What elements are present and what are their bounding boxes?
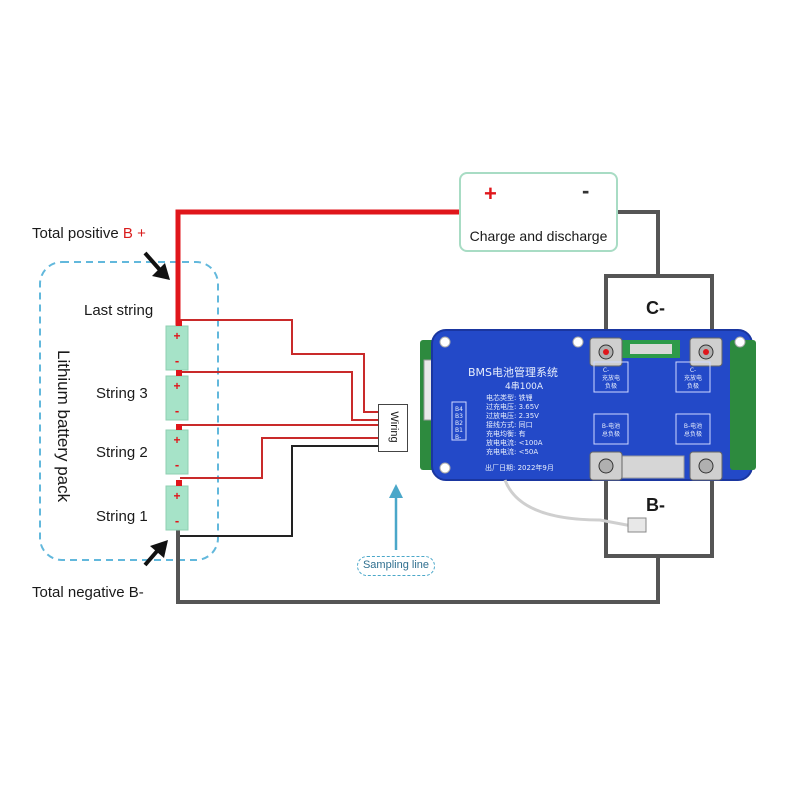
- last-string-label: Last string: [84, 302, 154, 319]
- wiring-label: Wiring: [388, 411, 400, 443]
- bms-spec-2: 过放电压: 2.35V: [486, 411, 539, 420]
- bms-title: BMS电池管理系统: [468, 365, 558, 379]
- total-positive-prefix: Total positive: [32, 225, 123, 242]
- charge-discharge-label: Charge and discharge: [469, 228, 608, 244]
- negative-main-wire: [176, 460, 660, 604]
- total-positive-label: Total positive B +: [32, 225, 146, 242]
- battery-cell-2: [165, 424, 189, 475]
- battery-pack-outline: [39, 261, 219, 561]
- bms-c-label-0: C-: [603, 367, 609, 374]
- b-minus-loop: [656, 460, 714, 602]
- bms-board: [420, 329, 756, 533]
- cell2-minus: -: [175, 457, 179, 472]
- bms-port-bminus: B-: [455, 434, 461, 441]
- bms-port-b2: B2: [455, 420, 463, 427]
- string1-label: String 1: [96, 508, 148, 525]
- battery-cell-1: [165, 480, 189, 531]
- sampling-line-label: Sampling line: [357, 556, 435, 576]
- sense-wire-1: [180, 437, 382, 479]
- battery-pack-label: Lithium battery pack: [54, 350, 73, 503]
- charge-plus-sign: +: [484, 181, 497, 206]
- bms-b2-label-0: B-电池: [684, 422, 702, 430]
- bms-c2-label-1: 充放电: [684, 374, 702, 382]
- total-positive-suffix: B +: [122, 225, 146, 242]
- charge-minus-sign: -: [582, 178, 590, 203]
- bms-port-b3: B3: [455, 413, 463, 420]
- bms-spec-4: 充电均衡: 有: [486, 429, 526, 438]
- bms-spec-3: 接线方式: 同口: [486, 420, 533, 429]
- positive-main-wire: [175, 209, 476, 330]
- cell4-plus: +: [173, 329, 180, 343]
- battery-cell-3: [165, 370, 189, 421]
- bms-spec-6: 充电电流: <50A: [486, 447, 538, 456]
- bms-spec-1: 过充电压: 3.65V: [486, 402, 539, 411]
- bms-model: 4串100A: [505, 381, 544, 392]
- cell3-plus: +: [173, 379, 180, 393]
- bms-b2-label-1: 总负极: [684, 430, 702, 438]
- total-negative-label: Total negative B-: [32, 584, 144, 601]
- cell4-minus: -: [175, 353, 179, 368]
- bms-b-label-0: B-电池: [602, 422, 620, 430]
- bms-c-label-2: 负极: [605, 382, 617, 390]
- string2-label: String 2: [96, 444, 148, 461]
- arrow-negative-icon: [143, 540, 168, 567]
- bms-port-b1: B1: [455, 427, 463, 434]
- b-minus-label: B-: [646, 495, 665, 515]
- bms-spec-0: 电芯类型: 铁锂: [486, 393, 533, 402]
- cell3-minus: -: [175, 403, 179, 418]
- bms-b-label-1: 总负极: [602, 430, 620, 438]
- bms-c2-label-2: 负极: [687, 382, 699, 390]
- bms-c2-label-0: C-: [690, 367, 696, 374]
- charge-discharge-box: + - Charge and discharge: [459, 172, 618, 252]
- sense-wire-3: [180, 371, 382, 421]
- sense-wire-4: [180, 319, 382, 413]
- c-minus-label: C-: [646, 298, 665, 318]
- wiring-connector: Wiring: [378, 404, 408, 452]
- arrow-sampling-icon: [389, 484, 403, 550]
- string3-label: String 3: [96, 385, 148, 402]
- cell2-plus: +: [173, 433, 180, 447]
- bms-spec-5: 放电电流: <100A: [486, 438, 543, 447]
- cell1-minus: -: [175, 513, 179, 528]
- arrow-positive-icon: [143, 251, 170, 280]
- cell1-plus: +: [173, 489, 180, 503]
- c-minus-loop: [658, 274, 714, 352]
- bms-date: 出厂日期: 2022年9月: [485, 463, 554, 472]
- bms-c-label-1: 充放电: [602, 374, 620, 382]
- bms-port-b4: B4: [455, 406, 463, 413]
- sense-wire-negative: [180, 445, 382, 537]
